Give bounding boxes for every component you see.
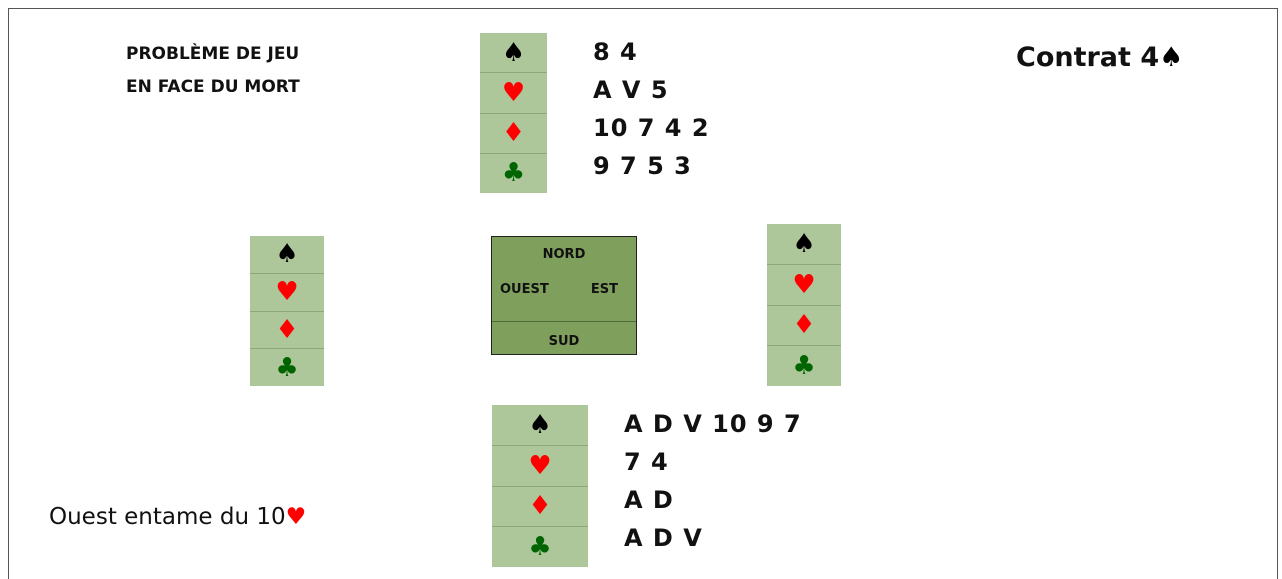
east-suit-panel: ♠ ♥ ♦ ♣ — [767, 224, 841, 386]
south-clubs: A D V — [624, 524, 703, 552]
south-hearts: 7 4 — [624, 448, 669, 476]
north-spades: 8 4 — [593, 38, 638, 66]
title-line-2: EN FACE DU MORT — [126, 77, 300, 97]
west-suit-panel: ♠ ♥ ♦ ♣ — [250, 236, 324, 386]
contract-label: Contrat 4♠ — [1016, 42, 1183, 73]
spade-icon: ♠ — [480, 33, 547, 74]
diamond-icon: ♦ — [767, 306, 841, 347]
heart-icon: ♥ — [250, 274, 324, 312]
compass-west: OUEST — [500, 282, 549, 297]
heart-icon: ♥ — [767, 265, 841, 306]
lead-text: Ouest entame du 10 — [49, 504, 286, 530]
south-diamonds: A D — [624, 486, 674, 514]
club-icon: ♣ — [501, 158, 526, 189]
diagram-frame — [8, 8, 1278, 579]
heart-icon: ♥ — [492, 446, 588, 487]
problem-title: PROBLÈME DE JEU EN FACE DU MORT — [126, 38, 300, 104]
north-hearts: A V 5 — [593, 76, 669, 104]
spade-icon: ♠ — [492, 405, 588, 446]
heart-icon: ♥ — [480, 73, 547, 114]
heart-icon: ♥ — [285, 504, 307, 530]
contract-text: Contrat 4 — [1016, 42, 1160, 73]
club-icon: ♣ — [792, 351, 816, 382]
south-suit-panel: ♠ ♥ ♦ ♣ — [492, 405, 588, 567]
north-clubs: 9 7 5 3 — [593, 152, 692, 180]
spade-icon: ♠ — [767, 224, 841, 265]
compass-north: NORD — [542, 247, 586, 262]
club-icon: ♣ — [275, 352, 299, 383]
north-hand: 8 4 A V 5 10 7 4 2 9 7 5 3 — [593, 33, 710, 185]
spade-icon: ♠ — [250, 236, 324, 274]
compass-south: SUD — [548, 334, 580, 349]
north-suit-panel: ♠ ♥ ♦ ♣ — [480, 33, 547, 193]
compass-box: NORD OUEST EST SUD — [491, 236, 637, 355]
diamond-icon: ♦ — [480, 114, 547, 154]
diamond-icon: ♦ — [492, 487, 588, 528]
diamond-icon: ♦ — [250, 312, 324, 350]
south-spades: A D V 10 9 7 — [624, 410, 802, 438]
opening-lead: Ouest entame du 10♥ — [49, 504, 306, 530]
compass-east: EST — [590, 282, 618, 297]
club-icon: ♣ — [528, 532, 552, 563]
title-line-1: PROBLÈME DE JEU — [126, 44, 300, 64]
compass-divider — [492, 321, 636, 322]
north-diamonds: 10 7 4 2 — [593, 114, 710, 142]
spade-icon: ♠ — [1159, 42, 1184, 73]
south-hand: A D V 10 9 7 7 4 A D A D V — [624, 405, 802, 557]
